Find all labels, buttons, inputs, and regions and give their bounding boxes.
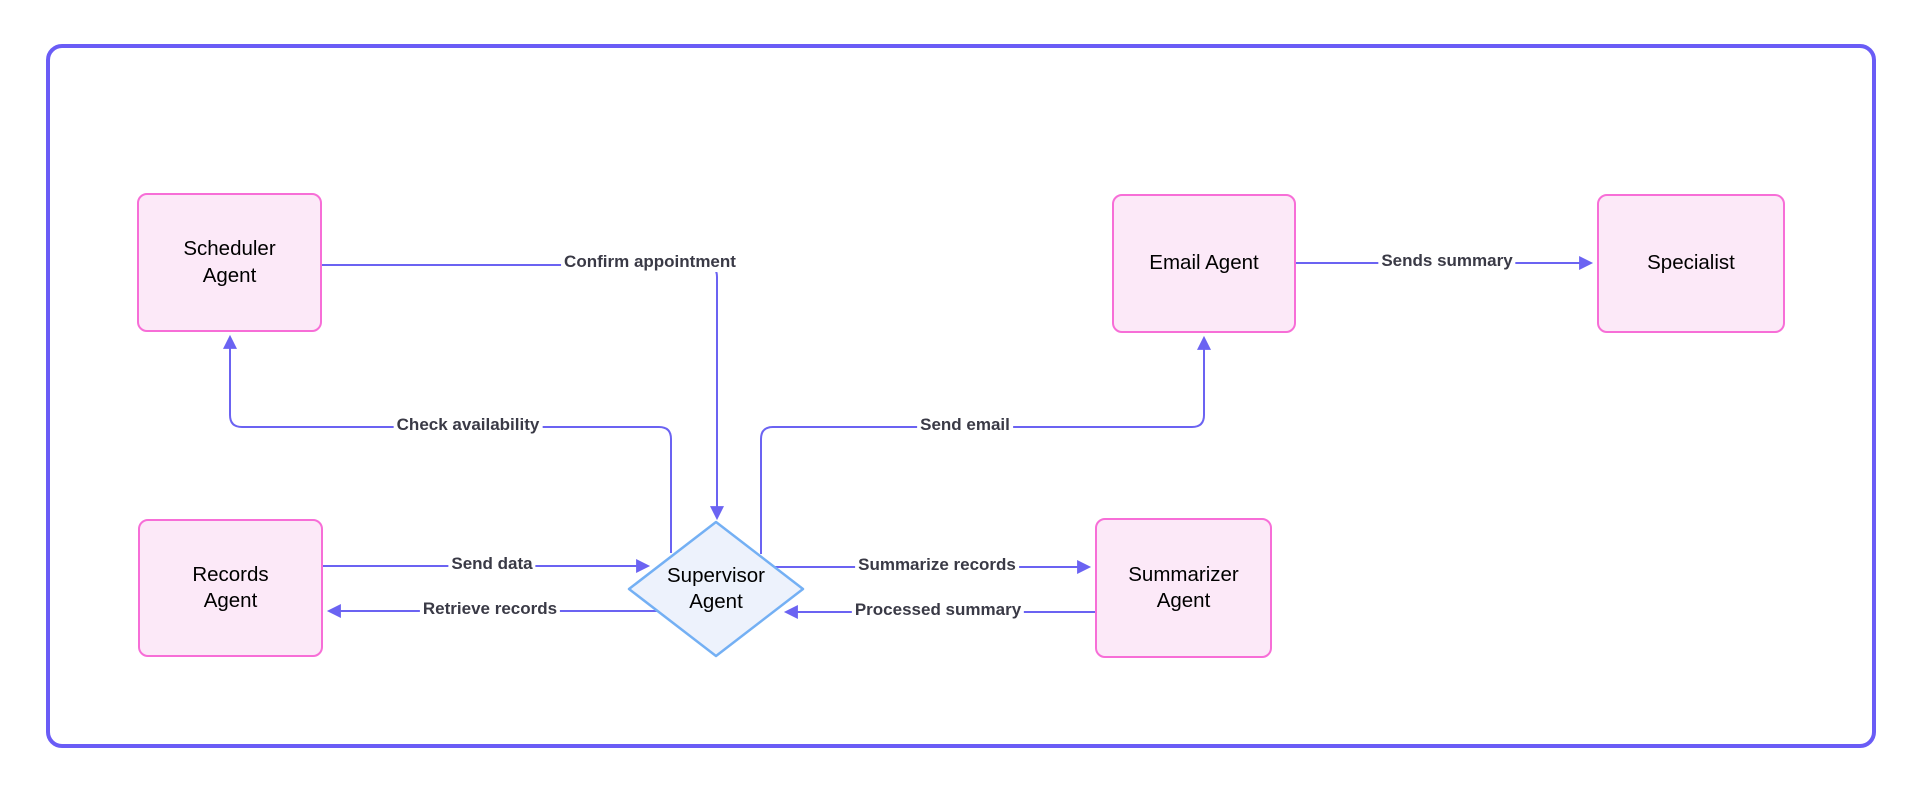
node-specialist[interactable]: Specialist: [1597, 194, 1785, 333]
diagram-frame: [46, 44, 1876, 748]
node-label: Summarizer Agent: [1128, 562, 1239, 612]
edge-label-send-data[interactable]: Send data: [448, 554, 536, 574]
node-records-agent[interactable]: Records Agent: [138, 519, 323, 657]
node-label: Scheduler Agent: [183, 237, 276, 287]
edge-label-summarize-records[interactable]: Summarize records: [855, 555, 1019, 575]
node-label: Records Agent: [192, 562, 269, 612]
edge-label-processed-summary[interactable]: Processed summary: [851, 600, 1025, 620]
node-label: Email Agent: [1149, 251, 1259, 275]
edge-label-sends-summary[interactable]: Sends summary: [1378, 251, 1516, 271]
node-label: Specialist: [1647, 251, 1735, 275]
node-supervisor-agent-label: Supervisor Agent: [667, 563, 765, 613]
edge-label-check-availability[interactable]: Check availability: [393, 415, 543, 435]
node-scheduler-agent[interactable]: Scheduler Agent: [137, 193, 322, 332]
node-summarizer-agent[interactable]: Summarizer Agent: [1095, 518, 1272, 658]
supervisor-diamond-shape[interactable]: [627, 520, 805, 658]
edge-confirm-appointment[interactable]: [322, 264, 724, 521]
edge-label-send-email[interactable]: Send email: [917, 415, 1013, 435]
edge-label-retrieve-records[interactable]: Retrieve records: [419, 599, 561, 619]
node-email-agent[interactable]: Email Agent: [1112, 194, 1296, 333]
edge-label-confirm-appointment[interactable]: Confirm appointment: [561, 252, 739, 272]
